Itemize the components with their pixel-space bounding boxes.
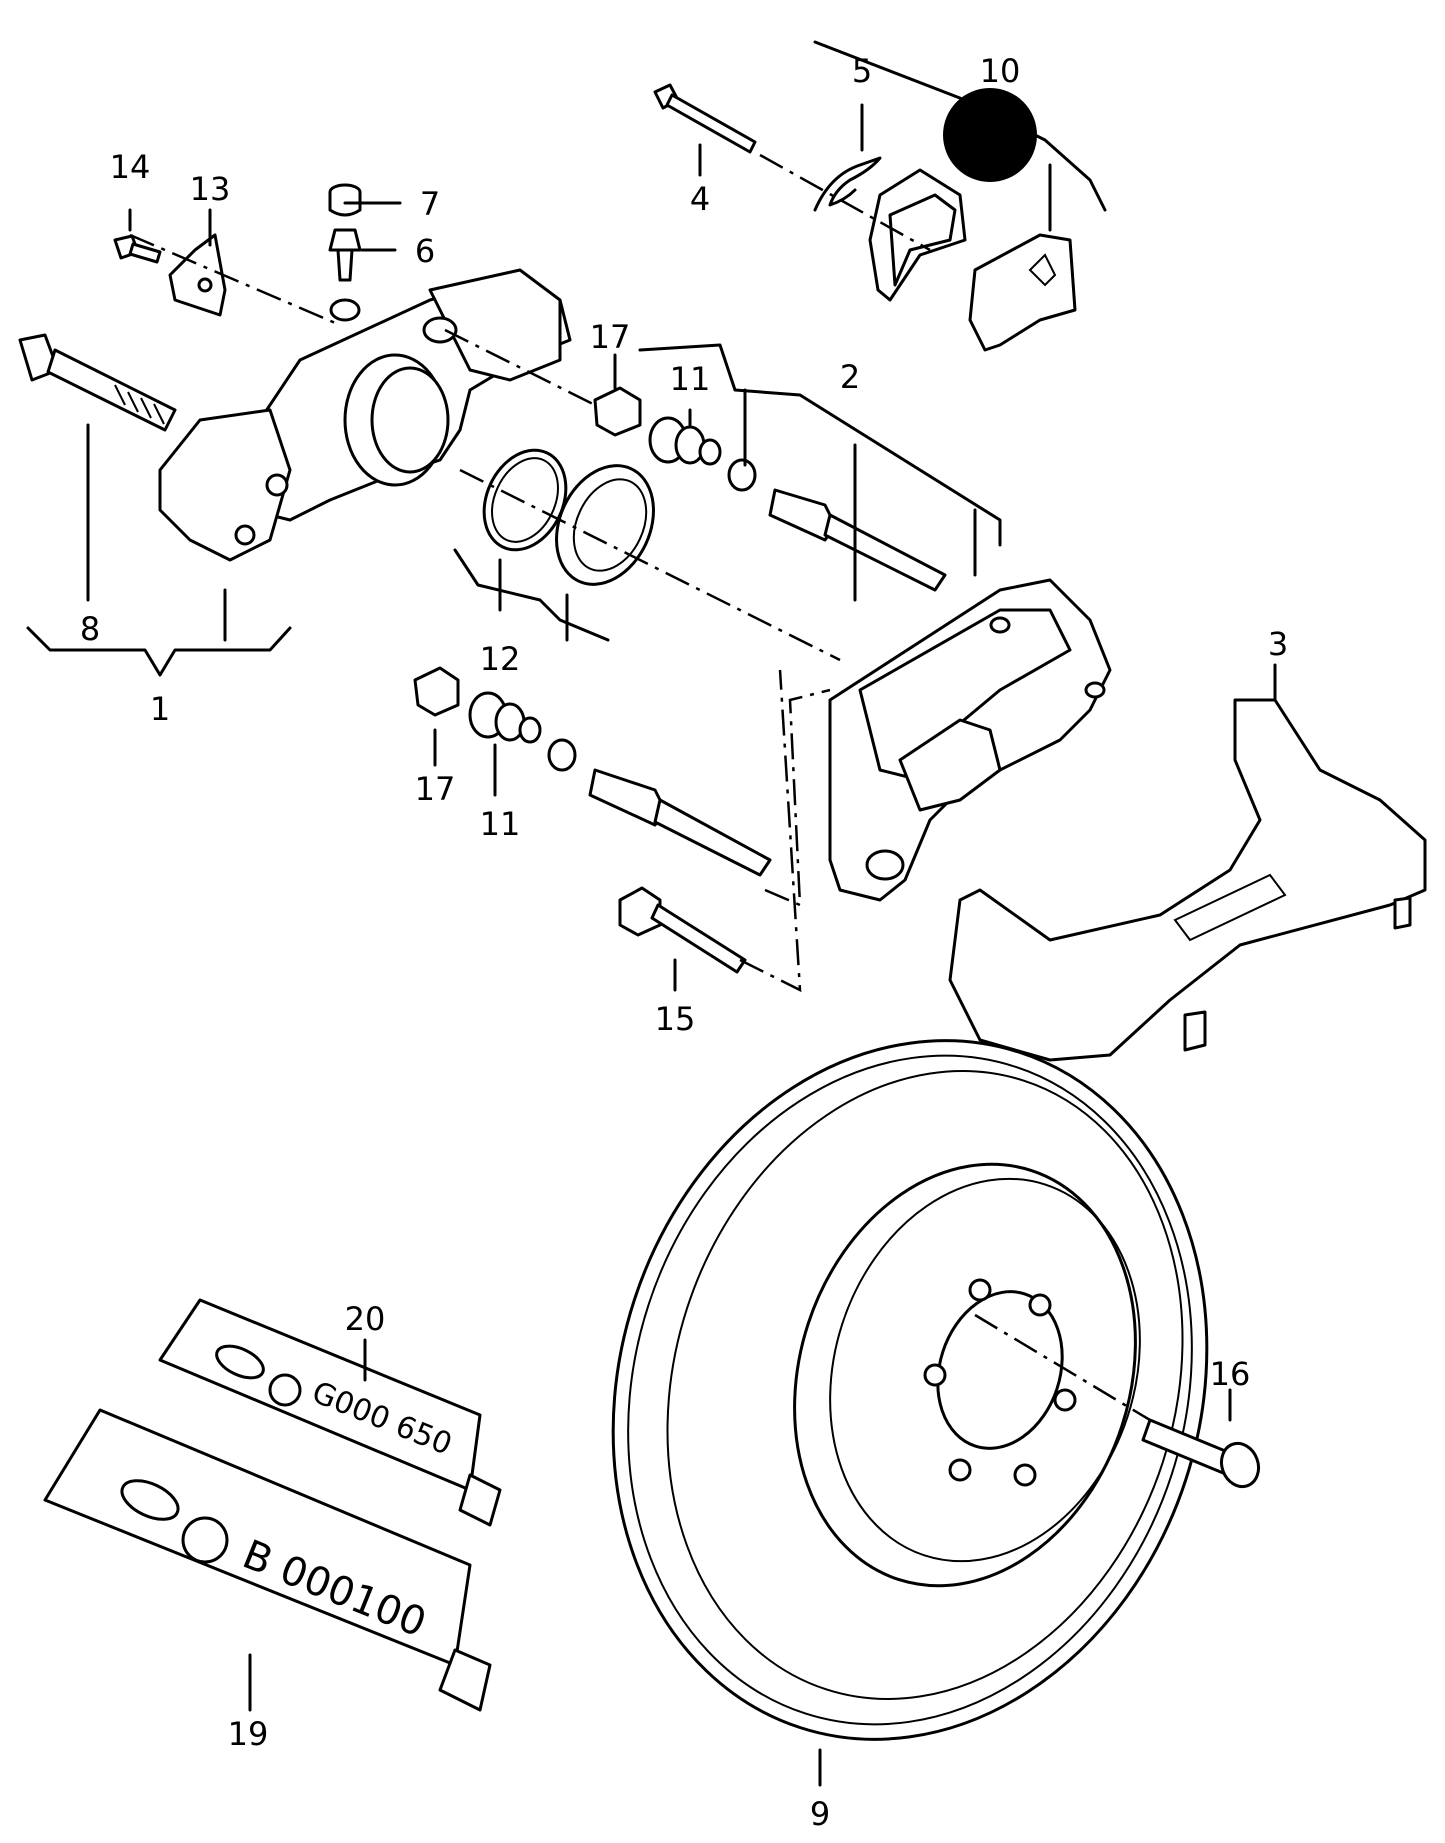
callout-10: 10 xyxy=(980,52,1021,90)
caliper-bolt xyxy=(18,333,177,432)
carrier-bolt xyxy=(618,886,747,974)
brake-disc xyxy=(611,1039,1209,1741)
callout-12: 12 xyxy=(480,640,521,678)
marker-dot xyxy=(943,88,1037,182)
assembly-lines xyxy=(129,153,1151,1422)
guide-nut-upper xyxy=(593,386,642,437)
splash-plate xyxy=(948,698,1427,1062)
pad-spring xyxy=(813,156,882,212)
brake-pads xyxy=(868,168,1077,352)
callout-9: 9 xyxy=(810,1795,830,1833)
callout-14: 14 xyxy=(110,148,151,186)
caliper-housing xyxy=(158,268,572,562)
callout-2: 2 xyxy=(840,358,860,396)
callout-16: 16 xyxy=(1210,1355,1251,1393)
bracket-screw xyxy=(113,234,162,264)
guide-ring-upper xyxy=(727,458,757,492)
callout-17-lower: 17 xyxy=(415,770,456,808)
guide-bush-lower xyxy=(468,691,542,744)
callout-6: 6 xyxy=(415,232,435,270)
piston-seal-kit xyxy=(482,448,655,586)
pad-retaining-pin xyxy=(653,83,757,154)
bleeder-valve xyxy=(328,228,362,282)
callout-5: 5 xyxy=(852,52,872,90)
guide-bolt-lower xyxy=(588,768,772,877)
guide-bush-upper xyxy=(648,416,722,466)
callout-3: 3 xyxy=(1268,625,1288,663)
callout-1: 1 xyxy=(150,690,170,728)
guide-ring-lower xyxy=(547,738,577,772)
callout-7: 7 xyxy=(420,185,440,223)
guide-bolt-upper xyxy=(768,488,947,592)
callout-4: 4 xyxy=(690,180,710,218)
callout-19: 19 xyxy=(228,1715,269,1753)
callout-labels: 1 2 3 4 5 6 7 8 9 10 11 11 12 13 14 15 1… xyxy=(80,52,1288,1833)
bleeder-cap xyxy=(328,183,362,217)
callout-15: 15 xyxy=(655,1000,696,1038)
leader-lines xyxy=(26,40,1277,1787)
disc-screw xyxy=(1141,1418,1261,1489)
callout-8: 8 xyxy=(80,610,100,648)
callout-11-lower: 11 xyxy=(480,805,521,843)
callout-20: 20 xyxy=(345,1300,386,1338)
callout-17-upper: 17 xyxy=(590,318,631,356)
callout-11-upper: 11 xyxy=(670,360,711,398)
hose-bracket xyxy=(168,233,227,317)
guide-nut-lower xyxy=(413,666,460,717)
caliper-carrier xyxy=(828,578,1112,902)
callout-13: 13 xyxy=(190,170,231,208)
